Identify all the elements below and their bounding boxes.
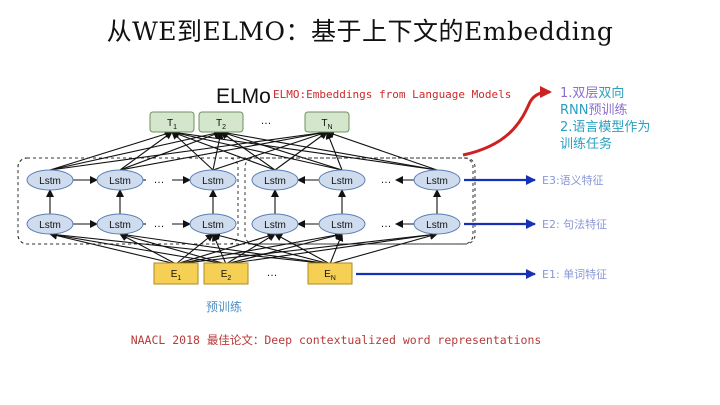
lstm-node [413, 213, 461, 235]
input-arrow [329, 233, 344, 265]
output-arrow [220, 130, 343, 171]
e1-feature-label: E1: 单词特征 [542, 267, 607, 281]
lstm-node-label: Lstm [426, 220, 448, 231]
output-arrow [49, 130, 173, 171]
backward-lstm-box [244, 157, 474, 245]
output-arrow [171, 131, 214, 171]
lstm-node [413, 169, 461, 191]
note-line-1-prefix: 1.双层 [560, 86, 598, 101]
output-node-t2 [198, 111, 244, 133]
lstm-node [318, 169, 366, 191]
input-node-e1 [153, 262, 199, 285]
output-arrow [49, 128, 328, 171]
lstm-node [26, 213, 74, 235]
lstm-ellipsis: … [381, 218, 392, 230]
input-arrow [175, 230, 438, 265]
model-name: ELMo [216, 85, 271, 108]
lstm-ellipsis: … [154, 218, 165, 230]
output-label-tn: TN [321, 118, 332, 131]
lstm-node-label: Lstm [202, 176, 224, 187]
output-arrow [325, 131, 343, 171]
input-arrow [119, 231, 331, 265]
input-arrow [49, 231, 177, 265]
lstm-node [96, 169, 144, 191]
e3-feature-label: E3:语义特征 [542, 173, 604, 187]
lstm-node-label: Lstm [264, 220, 286, 231]
lstm-node-label: Lstm [39, 176, 61, 187]
curved-red-arrow [462, 86, 552, 157]
outer-dashed-box [17, 157, 476, 245]
lstm-node-label: Lstm [331, 176, 353, 187]
input-label-e1: E1 [171, 269, 182, 282]
output-node-tn [304, 111, 350, 133]
output-label-t1: T1 [167, 118, 177, 131]
lstm-node [26, 169, 74, 191]
input-arrow [119, 232, 227, 265]
lstm-node-label: Lstm [202, 220, 224, 231]
input-ellipsis: … [267, 267, 278, 279]
lstm-node [318, 213, 366, 235]
lstm-ellipsis: … [381, 174, 392, 186]
note-line-2-prefix: RNN [560, 103, 588, 118]
input-arrow [225, 231, 438, 265]
input-node-en [307, 262, 353, 285]
input-label-e2: E2 [221, 269, 232, 282]
note-line-3: 2.语言模型作为 [560, 120, 650, 135]
citation: NAACL 2018 最佳论文：Deep contextualized word… [131, 333, 542, 347]
lstm-node [251, 169, 299, 191]
output-arrow [212, 130, 328, 171]
output-node-t1 [149, 111, 195, 133]
lstm-node [251, 213, 299, 235]
lstm-node-label: Lstm [264, 176, 286, 187]
input-arrow [225, 231, 343, 265]
forward-lstm-box [17, 157, 239, 245]
input-arrow [212, 231, 331, 265]
slide-title: 从WE到ELMO：基于上下文的Embedding [106, 17, 614, 46]
note-line-4: 训练任务 [560, 136, 612, 152]
lstm-node [189, 169, 237, 191]
lstm-node-label: Lstm [109, 176, 131, 187]
output-arrow [171, 129, 438, 171]
input-node-e2 [203, 262, 249, 285]
output-arrow [171, 129, 343, 171]
output-arrow [171, 130, 276, 171]
input-label-en: EN [324, 269, 336, 282]
input-arrow [225, 233, 276, 265]
note-line-1-suffix: 双向 [598, 85, 624, 101]
output-arrow [119, 130, 222, 171]
input-arrow [49, 231, 227, 265]
input-arrow [49, 230, 331, 265]
e2-feature-label: E2: 句法特征 [542, 217, 607, 231]
input-arrow [329, 232, 438, 265]
lstm-node [96, 213, 144, 235]
note-line-2: RNN预训练 [560, 103, 628, 118]
lstm-node-label: Lstm [109, 220, 131, 231]
output-arrow [326, 130, 438, 171]
lstm-node-label: Lstm [331, 220, 353, 231]
note-line-2-suffix: 预训练 [588, 103, 627, 118]
lstm-ellipsis: … [154, 174, 165, 186]
output-ellipsis: … [261, 115, 272, 127]
output-arrow [49, 129, 222, 171]
input-arrow [274, 233, 331, 265]
pretrain-label: 预训练 [206, 299, 242, 314]
output-arrow [220, 129, 438, 171]
output-label-t2: T2 [216, 118, 226, 131]
lstm-node-label: Lstm [39, 220, 61, 231]
connection-lines [46, 128, 441, 265]
input-arrow [175, 231, 343, 265]
model-fullname: ELMO:Embeddings from Language Models [273, 88, 511, 101]
output-arrow [119, 131, 173, 171]
output-arrow [220, 131, 276, 171]
note-line-1: 1.双层双向 [560, 85, 624, 101]
input-arrow [119, 233, 177, 265]
lstm-node-label: Lstm [426, 176, 448, 187]
lstm-node [189, 213, 237, 235]
